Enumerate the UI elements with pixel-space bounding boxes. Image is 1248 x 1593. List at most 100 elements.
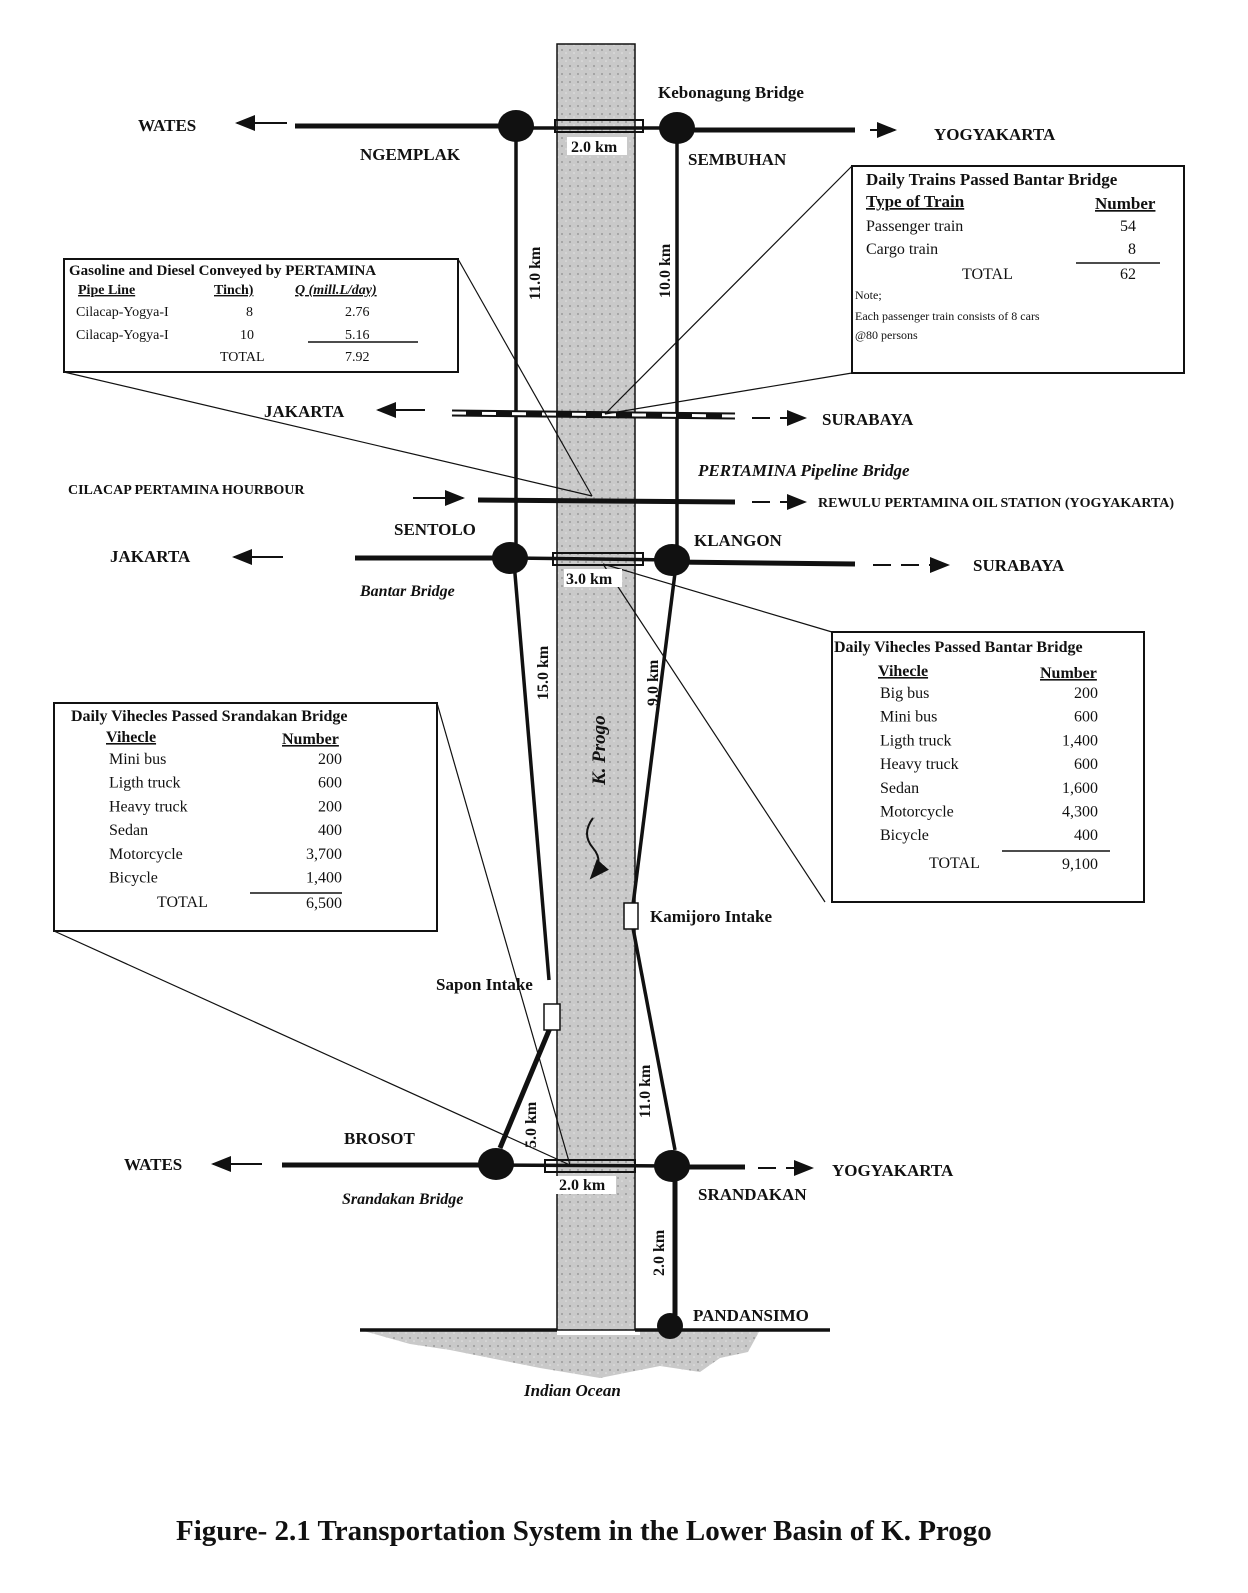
bantar-header-vehicle: Vihecle: [878, 663, 928, 680]
bantar-title: Daily Vihecles Passed Bantar Bridge: [834, 639, 1083, 656]
distance-bantar: 3.0 km: [566, 571, 613, 588]
label-yogyakarta-bottom: YOGYAKARTA: [832, 1161, 954, 1180]
trains-note-line1: Each passenger train consists of 8 cars: [855, 309, 1040, 323]
figure-caption: Figure- 2.1 Transportation System in the…: [176, 1515, 992, 1547]
srandakan-vehicles-table: Daily Vihecles Passed Srandakan Bridge V…: [53, 702, 438, 932]
srandakan-total-label: TOTAL: [157, 894, 208, 911]
bantar-row-number: 4,300: [1062, 804, 1098, 821]
bantar-row-vehicle: Mini bus: [880, 709, 937, 726]
distance-kebonagung: 2.0 km: [571, 139, 618, 156]
srandakan-row-number: 200: [318, 751, 342, 768]
bantar-row-number: 600: [1074, 709, 1098, 726]
pertamina-total-label: TOTAL: [220, 350, 265, 365]
node-klangon: [654, 544, 690, 576]
distance-left-upper: 11.0 km: [527, 246, 544, 300]
distance-srandakan: 2.0 km: [559, 1177, 606, 1194]
node-ngemplak: [498, 110, 534, 142]
leader-trains-a: [604, 165, 853, 415]
distance-right-upper: 10.0 km: [657, 243, 674, 298]
kebonagung-bridge-marker: [554, 119, 644, 133]
srandakan-row-number: 200: [318, 798, 342, 815]
river-k-progo: [556, 43, 636, 1331]
label-surabaya-rail: SURABAYA: [822, 410, 914, 429]
railway-line: [451, 409, 736, 420]
bantar-row-number: 1,400: [1062, 732, 1098, 749]
bantar-row-vehicle: Motorcycle: [880, 804, 954, 821]
srandakan-row-vehicle: Bicycle: [109, 870, 158, 887]
pertamina-total-value: 7.92: [345, 350, 370, 365]
node-pandansimo: [657, 1313, 683, 1339]
bantar-row-vehicle: Bicycle: [880, 827, 929, 844]
pertamina-header-q: Q (mill.L/day): [295, 283, 377, 298]
distance-left-lower: 5.0 km: [523, 1101, 540, 1148]
pertamina-row1-inch: 8: [246, 305, 253, 320]
bantar-bridge-line: [511, 556, 673, 562]
distance-left-middle: 15.0 km: [535, 645, 552, 700]
trains-row1-number: 54: [1120, 218, 1136, 235]
bantar-vehicles-table: Daily Vihecles Passed Bantar Bridge Vihe…: [831, 631, 1145, 903]
bantar-row-vehicle: Heavy truck: [880, 756, 959, 773]
road-left-lower: [497, 1027, 553, 1149]
srandakan-table-frame: [53, 702, 438, 932]
leader-bantar-a: [602, 563, 833, 633]
distance-right-middle: 9.0 km: [645, 659, 662, 706]
label-wates-bottom: WATES: [124, 1155, 182, 1174]
trains-row2-name: Cargo train: [866, 241, 938, 258]
trains-row1-name: Passenger train: [866, 218, 963, 235]
pertamina-row1-q: 2.76: [345, 305, 370, 320]
srandakan-row-vehicle: Sedan: [109, 822, 148, 839]
label-sentolo: SENTOLO: [394, 520, 476, 539]
srandakan-total-value: 6,500: [306, 895, 342, 912]
trains-table: Daily Trains Passed Bantar Bridge Type o…: [851, 165, 1185, 374]
label-brosot: BROSOT: [344, 1129, 416, 1148]
sapon-intake-marker: [543, 1003, 561, 1031]
bantar-row-vehicle: Ligth truck: [880, 732, 952, 749]
label-surabaya-road: SURABAYA: [973, 556, 1065, 575]
trains-header-number: Number: [1095, 194, 1156, 213]
bantar-row-vehicle: Sedan: [880, 780, 919, 797]
leader-trains-b: [604, 372, 853, 415]
bantar-distance-bg: [564, 569, 622, 587]
bantar-row-vehicle: Big bus: [880, 685, 929, 702]
label-bantar-bridge: Bantar Bridge: [359, 583, 455, 600]
trains-header-type: Type of Train: [866, 192, 965, 211]
trains-total-label: TOTAL: [962, 266, 1013, 283]
label-kamijoro-intake: Kamijoro Intake: [650, 907, 772, 926]
bantar-row-number: 400: [1074, 827, 1098, 844]
srandakan-bridge-line: [495, 1163, 673, 1168]
kamijoro-intake-marker: [623, 902, 639, 930]
road-left-middle: [512, 561, 551, 981]
node-sembuhan: [659, 112, 695, 144]
pipeline-line: [477, 497, 736, 505]
label-ngemplak: NGEMPLAK: [360, 145, 461, 164]
node-srandakan: [654, 1150, 690, 1182]
label-kebonagung-bridge: Kebonagung Bridge: [658, 83, 804, 102]
trains-row2-number: 8: [1128, 241, 1136, 258]
srandakan-row-vehicle: Mini bus: [109, 751, 166, 768]
kebonagung-distance-bg: [567, 137, 627, 155]
bantar-row-number: 200: [1074, 685, 1098, 702]
label-cilacap-harbour: CILACAP PERTAMINA HOURBOUR: [68, 483, 305, 498]
srandakan-row-vehicle: Heavy truck: [109, 798, 188, 815]
pertamina-row2-q: 5.16: [345, 328, 370, 343]
bantar-total-label: TOTAL: [929, 855, 980, 872]
srandakan-row-vehicle: Ligth truck: [109, 775, 181, 792]
pertamina-header-inch: Tinch): [214, 283, 254, 298]
label-jakarta-rail: JAKARTA: [264, 402, 345, 421]
pertamina-row2-name: Cilacap-Yogya-I: [76, 328, 169, 343]
label-srandakan-bridge: Srandakan Bridge: [342, 1191, 463, 1208]
srandakan-row-number: 400: [318, 822, 342, 839]
label-rewulu-station: REWULU PERTAMINA OIL STATION (YOGYAKARTA…: [818, 496, 1174, 511]
leader-bantar-b: [602, 563, 826, 903]
label-river-k-progo: K. Progo: [589, 715, 610, 786]
pertamina-row1-name: Cilacap-Yogya-I: [76, 305, 169, 320]
srandakan-bridge-marker: [544, 1159, 636, 1173]
trains-note-line2: @80 persons: [855, 328, 918, 342]
bantar-row-number: 1,600: [1062, 780, 1098, 797]
bantar-header-number: Number: [1040, 665, 1097, 682]
label-srandakan: SRANDAKAN: [698, 1185, 807, 1204]
srandakan-row-number: 1,400: [306, 870, 342, 887]
